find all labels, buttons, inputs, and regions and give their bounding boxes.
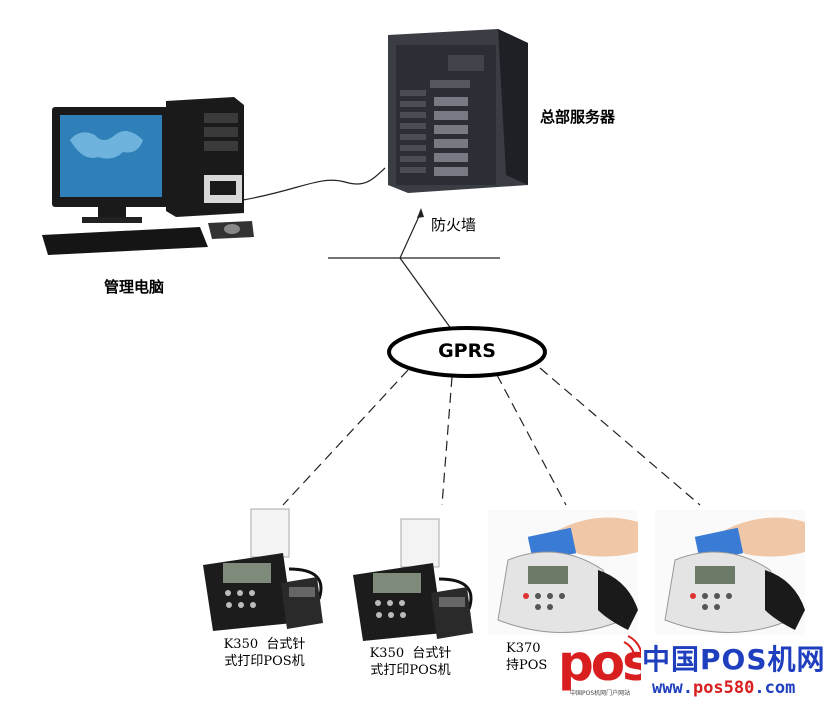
device-1-label: K350 台式针 式打印POS机: [212, 636, 317, 670]
device-3-model: K370: [506, 641, 541, 656]
firewall-arrow-head: [417, 208, 424, 218]
firewall-label: 防火墙: [431, 216, 477, 234]
pos-terminal-4-icon: [655, 510, 805, 635]
pos-terminal-3-icon: [488, 510, 638, 635]
watermark-small-text: 中国POS机网门户网站: [570, 690, 631, 697]
gprs-device-1-link: [282, 369, 409, 506]
firewall-gprs-line: [399, 257, 453, 331]
device-2-label: K350 台式针 式打印POS机: [358, 645, 463, 679]
pos-terminal-1-icon: [203, 508, 323, 631]
device-2-model: K350: [369, 646, 405, 661]
watermark-cn: 中国POS机网: [642, 643, 826, 676]
pc-label: 管理电脑: [104, 278, 165, 296]
device-3-label: K370 持POS: [506, 640, 566, 674]
watermark-url-suffix: .com: [754, 678, 796, 698]
device-3-desc2: 持POS: [506, 658, 548, 673]
pc-server-cable: [242, 167, 386, 201]
firewall-arrow: [399, 211, 422, 259]
device-2-desc2: 式打印POS机: [370, 663, 451, 678]
device-1-desc: 台式针: [266, 637, 306, 652]
watermark-url: www.pos580.com: [652, 678, 795, 698]
gprs-ellipse: [387, 326, 547, 378]
gprs-device-2-link: [441, 376, 453, 506]
gprs-device-3-link: [496, 374, 567, 506]
pos-terminal-2-icon: [353, 518, 473, 641]
device-1-desc2: 式打印POS机: [224, 654, 305, 669]
device-2-desc: 台式针: [412, 646, 452, 661]
server-label: 总部服务器: [540, 108, 616, 126]
watermark-url-prefix: www.: [652, 678, 693, 698]
watermark-url-brand: pos580: [692, 678, 755, 698]
gprs-label: GPRS: [438, 340, 496, 362]
device-1-model: K350: [223, 637, 259, 652]
gprs-device-4-link: [539, 367, 701, 506]
management-pc-icon: [42, 97, 254, 255]
pos-logo-text: pos: [558, 634, 641, 692]
server-tower-icon: [388, 29, 528, 193]
pos-logo-icon: pos: [558, 634, 641, 692]
